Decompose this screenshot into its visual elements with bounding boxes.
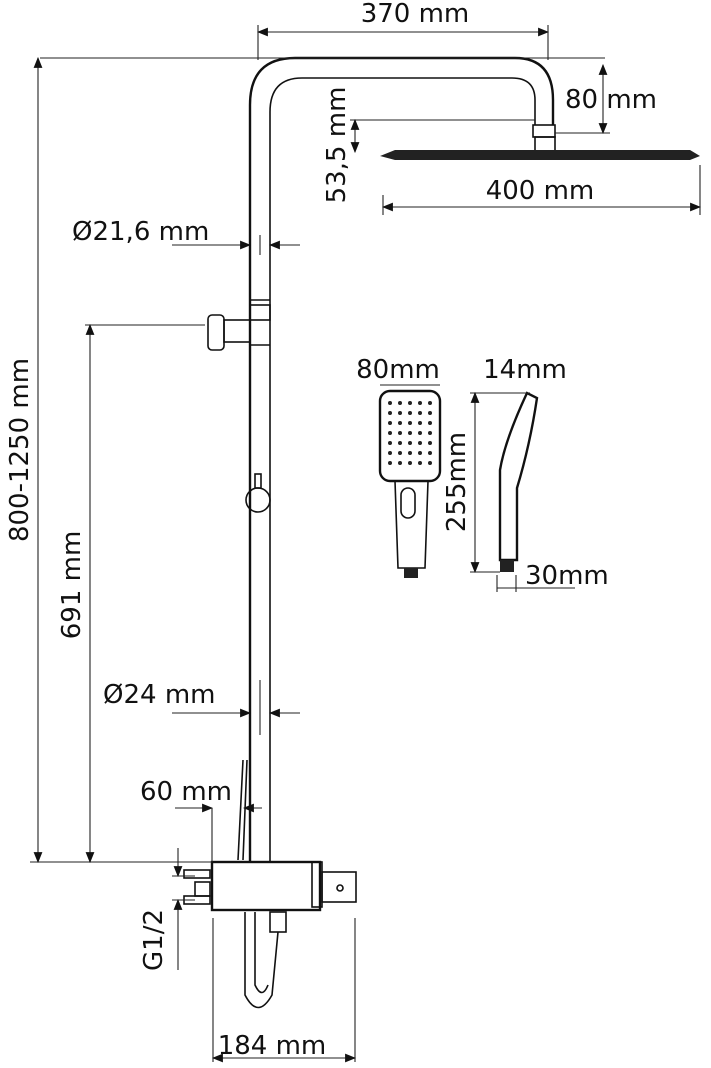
nozzle-dot (398, 461, 402, 465)
nozzle-dot (398, 431, 402, 435)
nozzle-dot (418, 461, 422, 465)
holder-height-label: 691 mm (57, 531, 87, 640)
inlet-thread-label: G1/2 (139, 909, 169, 971)
nozzle-dot (418, 441, 422, 445)
nozzle-dot (428, 441, 432, 445)
nozzle-dot (388, 441, 392, 445)
hand-length-label: 255mm (442, 432, 472, 532)
nozzle-dot (418, 421, 422, 425)
nozzle-dot (408, 451, 412, 455)
nozzle-dot (408, 401, 412, 405)
nozzle-dot (398, 411, 402, 415)
head-width-label: 400 mm (486, 176, 595, 206)
hose-line (237, 759, 248, 861)
nozzle-dot (388, 461, 392, 465)
nozzle-dot (398, 451, 402, 455)
wall-offset-label: 60 mm (140, 777, 232, 807)
spray-nozzles (388, 401, 432, 465)
upper-pipe-diameter-label: Ø21,6 mm (72, 217, 209, 247)
hand-handle-width-label: 30mm (525, 561, 609, 591)
nozzle-dot (418, 451, 422, 455)
nozzle-dot (418, 401, 422, 405)
nozzle-dot (408, 441, 412, 445)
total-height-label: 800-1250 mm (5, 358, 35, 542)
hand-shower-front (378, 389, 442, 578)
nozzle-dot (428, 431, 432, 435)
nozzle-dot (388, 451, 392, 455)
slider-knob (245, 473, 271, 513)
thermostatic-mixer (183, 860, 357, 1009)
hand-head-width-label: 80mm (356, 355, 440, 385)
hand-shower-side (498, 391, 539, 572)
nozzle-dot (408, 411, 412, 415)
nozzle-dot (428, 411, 432, 415)
arm-drop-label: 80 mm (565, 85, 657, 115)
hand-shower-holder (207, 304, 271, 351)
nozzle-dot (398, 441, 402, 445)
hand-thickness-label: 14mm (483, 355, 567, 385)
nozzle-dot (418, 411, 422, 415)
nozzle-dot (428, 401, 432, 405)
lower-pipe-diameter-label: Ø24 mm (103, 680, 215, 710)
dimension-lines (30, 25, 702, 1063)
nozzle-dot (388, 431, 392, 435)
nozzle-dot (408, 421, 412, 425)
nozzle-dot (398, 401, 402, 405)
nozzle-dot (388, 401, 392, 405)
nozzle-dot (408, 461, 412, 465)
rain-shower-head (380, 124, 700, 160)
nozzle-dot (428, 421, 432, 425)
nozzle-dot (428, 451, 432, 455)
nozzle-dot (388, 421, 392, 425)
nozzle-dot (428, 461, 432, 465)
arm-length-label: 370 mm (361, 0, 470, 29)
head-height-label: 53,5 mm (322, 87, 352, 204)
nozzle-dot (408, 431, 412, 435)
mixer-width-label: 184 mm (218, 1031, 327, 1061)
nozzle-dot (398, 421, 402, 425)
nozzle-dot (418, 431, 422, 435)
nozzle-dot (388, 411, 392, 415)
